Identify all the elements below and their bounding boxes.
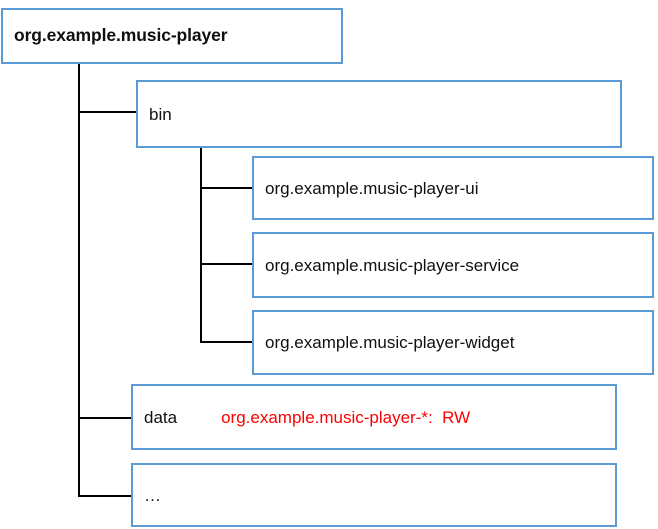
connector-root-to-bin — [78, 111, 136, 113]
connector-root-to-data — [78, 417, 131, 419]
node-bin[interactable]: bin — [136, 80, 622, 148]
connector-bin-trunk — [200, 148, 202, 343]
node-more-label: … — [144, 485, 162, 505]
node-data[interactable]: data org.example.music-player-*: RW — [131, 384, 617, 450]
node-more[interactable]: … — [131, 463, 617, 527]
node-music-player-widget-label: org.example.music-player-widget — [265, 333, 515, 352]
node-data-label: data — [144, 407, 178, 427]
connector-bin-to-widget — [200, 341, 252, 343]
node-root-label: org.example.music-player — [14, 25, 228, 46]
node-data-permission-annotation: org.example.music-player-*: RW — [221, 407, 471, 427]
connector-root-trunk — [78, 64, 80, 497]
node-music-player-service[interactable]: org.example.music-player-service — [252, 232, 654, 298]
node-music-player-service-label: org.example.music-player-service — [265, 255, 520, 275]
node-music-player-ui-label: org.example.music-player-ui — [265, 178, 479, 198]
node-root[interactable]: org.example.music-player — [1, 8, 343, 64]
node-bin-label: bin — [149, 104, 172, 124]
connector-root-to-more — [78, 495, 131, 497]
connector-bin-to-ui — [200, 187, 252, 189]
node-music-player-widget[interactable]: org.example.music-player-widget — [252, 310, 654, 375]
node-music-player-ui[interactable]: org.example.music-player-ui — [252, 156, 654, 220]
connector-bin-to-service — [200, 263, 252, 265]
